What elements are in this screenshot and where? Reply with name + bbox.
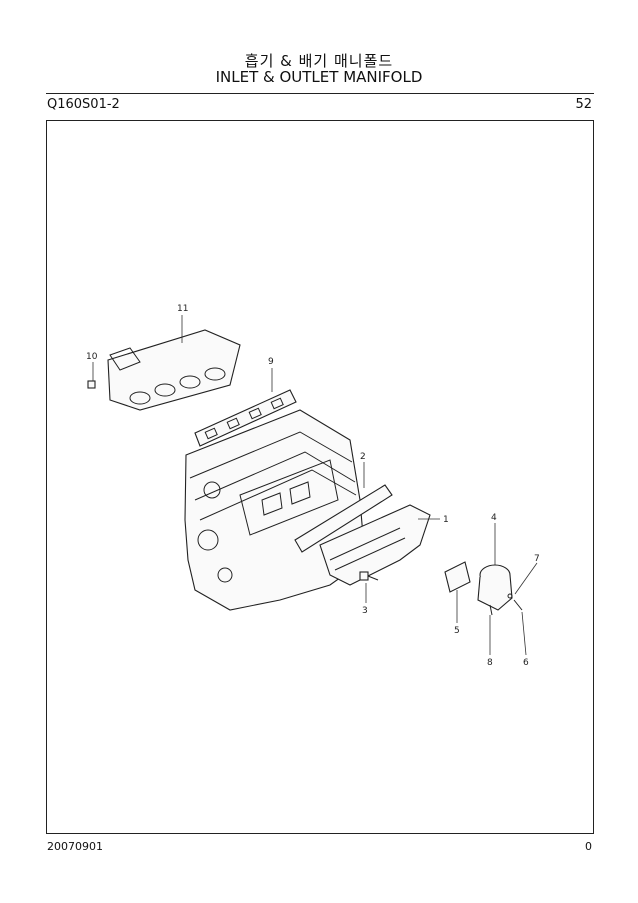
callout-8: 8 bbox=[487, 658, 493, 668]
gasket-drawing bbox=[194, 389, 297, 447]
leader-lines bbox=[92, 315, 538, 656]
gasket-5-drawing bbox=[444, 561, 471, 593]
manifold-drawing bbox=[107, 329, 241, 411]
callout-2: 2 bbox=[360, 452, 366, 462]
callout-4: 4 bbox=[491, 513, 497, 523]
section-code: Q160S01-2 bbox=[47, 97, 120, 112]
callout-1: 1 bbox=[443, 515, 449, 525]
bolt-3-drawing bbox=[359, 571, 379, 581]
title-korean: 흡기 & 배기 매니폴드 bbox=[244, 52, 394, 70]
callout-10: 10 bbox=[86, 352, 98, 362]
callout-9: 9 bbox=[268, 357, 274, 367]
callout-6: 6 bbox=[523, 658, 529, 668]
washer-7-drawing bbox=[507, 593, 513, 599]
engine-block-drawing bbox=[184, 409, 366, 611]
footer-revision: 0 bbox=[585, 840, 592, 853]
elbow-4-drawing bbox=[477, 564, 513, 611]
bolt-8-drawing bbox=[489, 604, 493, 616]
title-english: INLET & OUTLET MANIFOLD bbox=[215, 68, 423, 86]
callout-7: 7 bbox=[534, 554, 540, 564]
callout-11: 11 bbox=[177, 304, 188, 314]
gasket-2-drawing bbox=[294, 484, 393, 553]
bolt-10-drawing bbox=[87, 380, 96, 389]
footer-date: 20070901 bbox=[47, 840, 103, 853]
bolt-6-drawing bbox=[513, 599, 523, 611]
page-number: 52 bbox=[575, 97, 592, 112]
callout-3: 3 bbox=[362, 606, 368, 616]
header-rule bbox=[46, 93, 594, 94]
diagram-frame bbox=[46, 120, 594, 834]
callout-5: 5 bbox=[454, 626, 460, 636]
manifold-1-drawing bbox=[319, 504, 431, 586]
